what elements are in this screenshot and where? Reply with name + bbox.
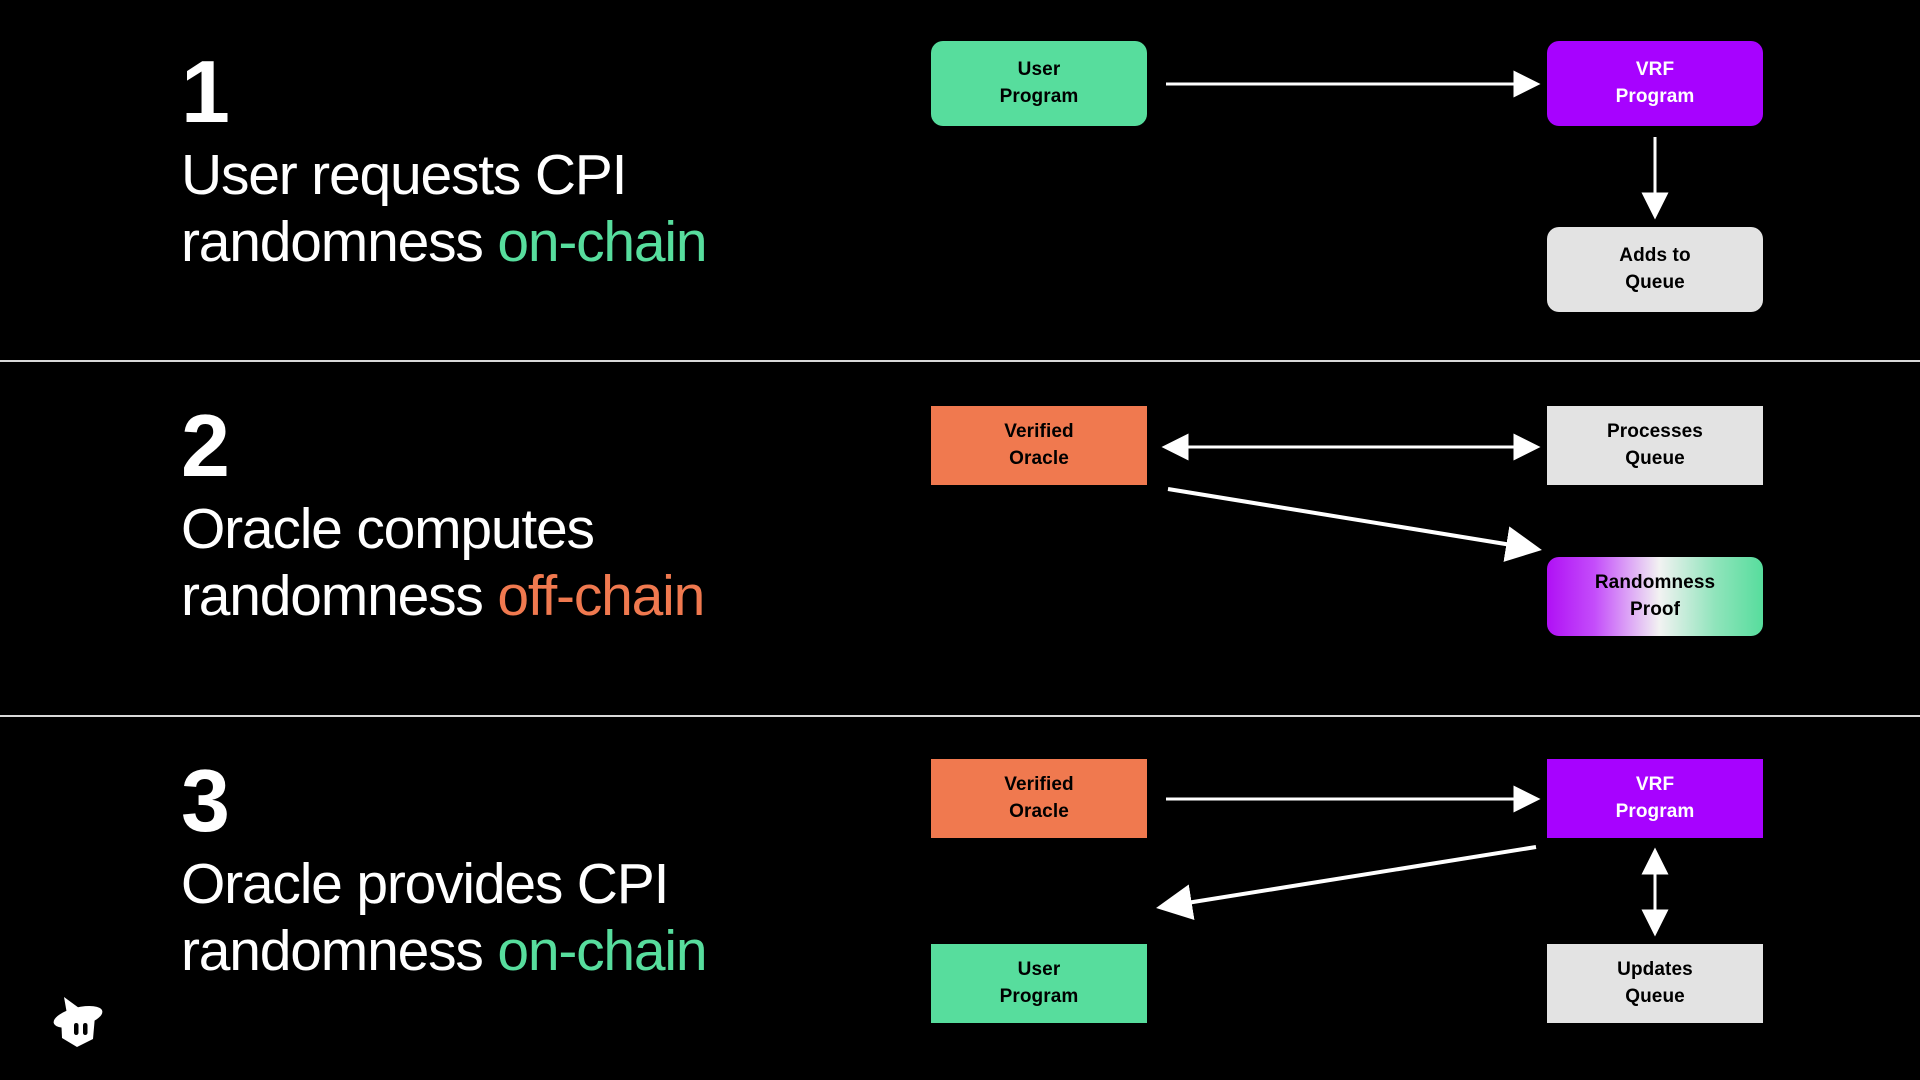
node-s3-user-program-line2: Program	[999, 985, 1079, 1007]
node-s2-verified-oracle-line1: Verified	[1004, 421, 1074, 443]
step-1-desc-line2-plain: randomness	[181, 210, 498, 275]
node-s1-adds-to-queue-line2: Queue	[1625, 271, 1685, 293]
node-s3-user-program[interactable]: User Program	[931, 944, 1147, 1023]
switchboard-wizard-logo	[53, 997, 103, 1047]
step-3-text-column: 3 Oracle provides CPI randomness on-chai…	[0, 717, 900, 986]
node-s2-verified-oracle[interactable]: Verified Oracle	[931, 406, 1147, 485]
step-2-text-column: 2 Oracle computes randomness off-chain	[0, 362, 900, 631]
arrow-s3-vrf-to-user-program	[1156, 845, 1537, 921]
step-1-desc-line2-highlight: on-chain	[497, 210, 707, 275]
node-s1-adds-to-queue-line1: Adds to	[1619, 245, 1691, 267]
node-s2-randomness-proof-line1: Randomness	[1594, 572, 1716, 594]
step-3-diagram: Verified Oracle VRF Program User Program…	[900, 717, 1920, 1080]
node-s3-verified-oracle[interactable]: Verified Oracle	[931, 759, 1147, 838]
step-3-desc-line2-plain: randomness	[181, 919, 498, 984]
node-s1-user-program[interactable]: User Program	[931, 41, 1147, 126]
node-s3-vrf-program-line2: Program	[1615, 800, 1695, 822]
node-s3-vrf-program-line1: VRF	[1635, 774, 1675, 796]
node-s2-randomness-proof[interactable]: Randomness Proof	[1547, 557, 1763, 636]
node-s1-user-program-line1: User	[1017, 59, 1061, 81]
section-divider-2	[0, 715, 1920, 717]
arrow-s2-oracle-to-randomness-proof	[1167, 487, 1542, 562]
node-s3-updates-queue[interactable]: Updates Queue	[1547, 944, 1763, 1023]
step-3-description: Oracle provides CPI randomness on-chain	[181, 851, 900, 986]
node-s3-verified-oracle-line1: Verified	[1004, 774, 1074, 796]
step-2-diagram: Verified Oracle Processes Queue Randomne…	[900, 362, 1920, 715]
node-s3-vrf-program[interactable]: VRF Program	[1547, 759, 1763, 838]
step-1-diagram: User Program VRF Program Adds to Queue	[900, 0, 1920, 360]
step-1-description: User requests CPI randomness on-chain	[181, 142, 900, 277]
step-1-text-column: 1 User requests CPI randomness on-chain	[0, 0, 900, 277]
step-2-number: 2	[181, 396, 230, 495]
node-s3-verified-oracle-line2: Oracle	[1009, 800, 1069, 822]
node-s3-updates-queue-line2: Queue	[1625, 985, 1685, 1007]
node-s2-randomness-proof-line2: Proof	[1629, 598, 1681, 620]
step-section-2: 2 Oracle computes randomness off-chain V…	[0, 362, 1920, 715]
step-section-1: 1 User requests CPI randomness on-chain …	[0, 0, 1920, 360]
node-s2-processes-queue[interactable]: Processes Queue	[1547, 406, 1763, 485]
step-2-desc-line1: Oracle computes	[181, 497, 595, 561]
step-3-desc-line2-highlight: on-chain	[497, 919, 707, 984]
node-s1-user-program-line2: Program	[999, 85, 1079, 107]
node-s1-vrf-program[interactable]: VRF Program	[1547, 41, 1763, 126]
step-1-desc-line1: User requests CPI	[181, 143, 627, 207]
step-2-description: Oracle computes randomness off-chain	[181, 496, 900, 631]
step-section-3: 3 Oracle provides CPI randomness on-chai…	[0, 717, 1920, 1080]
section-divider-1	[0, 360, 1920, 362]
node-s2-processes-queue-line2: Queue	[1625, 447, 1685, 469]
node-s1-vrf-program-line1: VRF	[1635, 59, 1675, 81]
node-s1-adds-to-queue[interactable]: Adds to Queue	[1547, 227, 1763, 312]
node-s1-vrf-program-line2: Program	[1615, 85, 1695, 107]
node-s3-user-program-line1: User	[1017, 959, 1061, 981]
node-s2-verified-oracle-line2: Oracle	[1009, 447, 1069, 469]
step-2-desc-line2-plain: randomness	[181, 564, 498, 629]
step-3-number: 3	[181, 751, 230, 850]
step-3-desc-line1: Oracle provides CPI	[181, 852, 669, 916]
node-s3-updates-queue-line1: Updates	[1617, 959, 1693, 981]
step-2-desc-line2-highlight: off-chain	[497, 564, 705, 629]
step-1-number: 1	[181, 42, 230, 141]
node-s2-processes-queue-line1: Processes	[1607, 421, 1703, 443]
